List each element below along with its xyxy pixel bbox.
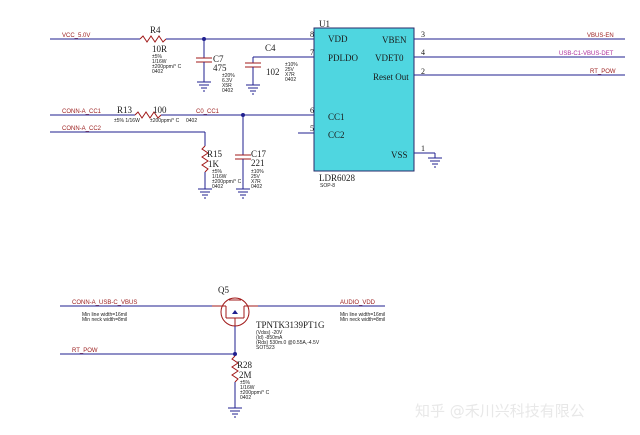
r4-spec1: ±5% (152, 54, 163, 60)
c7-ref: C7 (213, 54, 224, 64)
net-label-vbus-en: VBUS-EN (587, 33, 614, 39)
q5-note-right2: Min neck width=8mil (340, 317, 385, 323)
r4-value: 10R (152, 44, 167, 54)
q5-spec4: SOT523 (256, 345, 275, 351)
ground-symbol-c7 (197, 81, 211, 92)
u1-package: SOP-8 (320, 183, 335, 189)
u1-pin-num-5: 5 (310, 124, 314, 133)
c7-spec1: ±20% (222, 73, 235, 79)
c17-value: 221 (251, 158, 265, 168)
resistor-r4 (139, 35, 167, 43)
mosfet-q5 (212, 297, 258, 327)
net-label-rt-pow-right: RT_POW (590, 69, 616, 75)
r4-spec4: 0402 (152, 69, 163, 75)
c7-spec4: 0402 (222, 88, 233, 94)
r15-ref: R15 (207, 149, 223, 159)
r15-spec1: ±5% (212, 169, 223, 175)
net-label-conn-a-usb-c-vbus: CONN-A_USB-C_VBUS (72, 300, 137, 306)
c17-spec2: 25V (251, 174, 261, 180)
r28-ref: R28 (237, 360, 253, 370)
ground-symbol-c17 (236, 188, 250, 199)
q5-spec3: (Rds) 530m.0 @0.55A,-4.5V (256, 340, 320, 346)
r13-ref: R13 (117, 105, 133, 115)
c7-spec2: 6.3V (222, 78, 233, 84)
net-label-conn-a-cc1: CONN-A_CC1 (62, 109, 102, 115)
net-label-usb-c1-vbus-det: USB-C1-VBUS-DET (559, 51, 614, 57)
u1-pin-num-3: 3 (421, 30, 425, 39)
r15-spec2: 1/16W (212, 174, 227, 180)
u1-pin-label-vdd: VDD (328, 34, 348, 44)
r28-value: 2M (239, 370, 252, 380)
u1-pin-label-cc2: CC2 (328, 130, 345, 140)
u1-pin-num-6: 6 (310, 106, 314, 115)
c4-ref: C4 (265, 43, 276, 53)
net-label-c0-cc1: C0_CC1 (196, 109, 220, 115)
ground-symbol-vss (428, 157, 442, 168)
junction-dot (233, 352, 237, 356)
r4-spec3: ±200ppm/° C (152, 64, 182, 70)
r28-spec2: 1/16W (240, 385, 255, 391)
u1-pin-label-vdet0: VDET0 (375, 53, 404, 63)
u1-pin-num-1: 1 (421, 144, 425, 153)
net-label-vcc-5v: VCC_5.0V (62, 33, 90, 39)
resistor-r28 (231, 355, 239, 383)
q5-note-left: Min line width=16mil (82, 312, 127, 318)
u1-part: LDR6028 (319, 173, 356, 183)
q5-spec2: (Id) -850mA (256, 335, 283, 341)
c4-spec4: 0402 (285, 77, 296, 83)
q5-ref: Q5 (218, 285, 229, 295)
c4-spec3: X7R (285, 72, 295, 78)
c17-spec4: 0402 (251, 184, 262, 190)
q5-spec1: (Vdss) -20V (256, 330, 283, 336)
r15-spec4: 0402 (212, 184, 223, 190)
u1-ref: U1 (319, 19, 330, 29)
c17-spec3: X7R (251, 179, 261, 185)
ic-u1-body (313, 27, 415, 172)
u1-pin-num-7: 7 (310, 48, 314, 57)
r28-spec4: 0402 (240, 395, 251, 401)
net-label-audio-vdd: AUDIO_VDD (340, 300, 376, 306)
u1-pin-num-2: 2 (421, 67, 425, 76)
u1-pin-label-pdldo: PDLDO (328, 53, 359, 63)
u1-pin-label-cc1: CC1 (328, 112, 345, 122)
r28-spec1: ±5% (240, 380, 251, 386)
ground-symbol-c4 (246, 84, 260, 95)
c17-spec1: ±10% (251, 169, 264, 175)
c17-ref: C17 (251, 149, 267, 159)
q5-part: TPNTK3139PT1G (256, 320, 325, 330)
u1-pin-label-reset-out: Reset Out (373, 72, 409, 82)
r4-spec2: 1/16W (152, 59, 167, 65)
r13-spec3: 0402 (186, 118, 197, 124)
resistor-r15 (201, 145, 209, 173)
watermark-text: 知乎 @禾川兴科技有限公 (415, 402, 585, 420)
ground-symbol-r28 (228, 407, 242, 418)
resistor-r13 (134, 111, 162, 119)
c7-spec3: X5R (222, 83, 232, 89)
q5-note-left2: Min neck width=8mil (82, 317, 127, 323)
r15-spec3: ±200ppm/° C (212, 179, 242, 185)
q5-note-right: Min line width=16mil (340, 312, 385, 318)
r28-spec3: ±200ppm/° C (240, 390, 270, 396)
ground-symbol-r15 (198, 188, 212, 199)
r15-value: 1K (208, 159, 220, 169)
r4-ref: R4 (150, 25, 161, 35)
c4-spec1: ±10% (285, 62, 298, 68)
u1-pin-label-vben: VBEN (382, 35, 407, 45)
u1-pin-num-4: 4 (421, 48, 425, 57)
r13-value: 100 (153, 105, 167, 115)
net-label-conn-a-cc2: CONN-A_CC2 (62, 126, 102, 132)
r13-spec2: ±200ppm/° C (150, 118, 180, 124)
u1-pin-num-8: 8 (310, 30, 314, 39)
c4-spec2: 25V (285, 67, 295, 73)
c7-value: 475 (213, 63, 227, 73)
r13-spec1: ±5% 1/16W (114, 118, 140, 124)
u1-pin-label-vss: VSS (391, 150, 408, 160)
net-label-rt-pow-bottom: RT_POW (72, 348, 98, 354)
c4-value: 102 (266, 67, 280, 77)
